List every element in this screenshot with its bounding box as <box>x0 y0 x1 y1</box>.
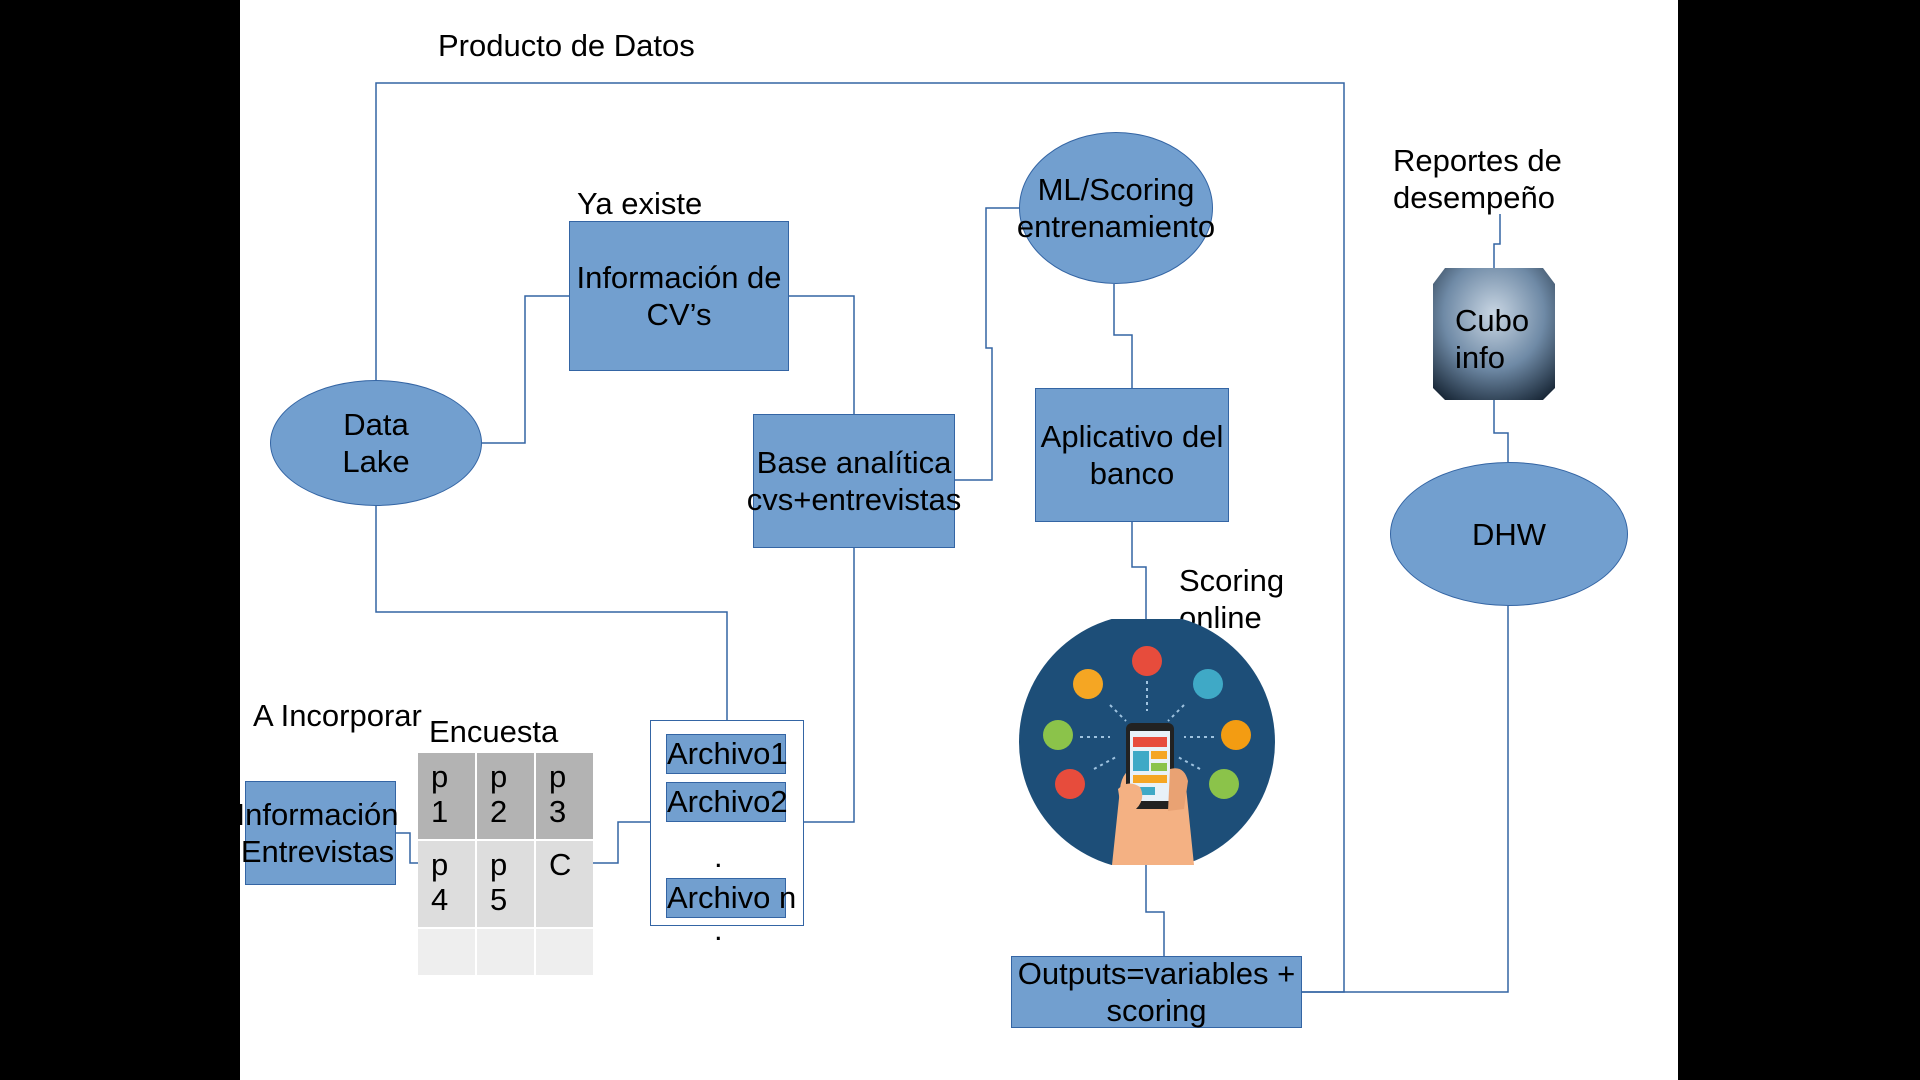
connector-entrevistas-table <box>396 832 418 864</box>
node-info-entrevistas-label: Información Entrevistas <box>240 797 399 869</box>
label-a-incorporar: A Incorporar <box>253 698 422 733</box>
connector-table-files <box>593 821 650 864</box>
connector-base-files <box>804 548 855 823</box>
connector-lines <box>375 82 1509 993</box>
node-cubo-label: Cubo info <box>1455 303 1530 375</box>
table-cell <box>477 929 534 975</box>
table-cell <box>418 929 475 975</box>
table-cell: p 5 <box>477 841 534 927</box>
node-outputs: Outputs=variables + scoring <box>1011 956 1302 1028</box>
node-aplicativo: Aplicativo del banco <box>1035 388 1229 522</box>
node-aplicativo-label: Aplicativo del banco <box>1040 419 1224 491</box>
diagram-title: Producto de Datos <box>438 28 695 63</box>
diagram-slide: Producto de Datos Ya existe Información … <box>240 0 1678 1080</box>
node-base-analitica-label: Base analítica cvs+entrevistas <box>746 445 962 517</box>
node-ml-scoring-label: ML/Scoring entrenamiento <box>1016 172 1216 244</box>
files-ellipsis-dot: . <box>714 912 723 947</box>
table-cell: p 4 <box>418 841 475 927</box>
node-info-cvs-label: Información de CV’s <box>576 260 782 332</box>
connector-datalake-files <box>375 506 728 720</box>
table-cell: p 1 <box>418 753 475 839</box>
node-info-cvs: Información de CV’s <box>569 221 789 371</box>
node-data-lake-label: Data Lake <box>342 407 410 479</box>
connector-app-scoring <box>1131 522 1147 620</box>
node-data-lake: Data Lake <box>270 380 482 506</box>
node-ml-scoring: ML/Scoring entrenamiento <box>1016 132 1216 284</box>
file-item-n: Archivo n <box>666 878 796 918</box>
node-dhw: DHW <box>1390 462 1628 606</box>
connector-dhw-cubo <box>1493 400 1509 462</box>
label-encuesta: Encuesta <box>429 714 559 749</box>
label-reportes: Reportes de desempeño <box>1393 143 1562 215</box>
connector-base-ml <box>954 207 1020 481</box>
scoring-online-illustration <box>1018 614 1276 870</box>
connector-scoring-outputs <box>1145 865 1165 956</box>
connector-ml-app <box>1113 284 1133 388</box>
table-cell <box>536 929 593 975</box>
table-cell: C <box>536 841 593 927</box>
table-cell: p 3 <box>536 753 593 839</box>
node-outputs-label: Outputs=variables + scoring <box>1017 956 1296 1028</box>
node-info-entrevistas: Información Entrevistas <box>240 781 398 885</box>
survey-table: p 1 p 2 p 3 p 4 p 5 C <box>418 753 593 975</box>
node-dhw-label: DHW <box>1471 516 1547 552</box>
cube-icon <box>1433 268 1555 400</box>
node-cubo: Cubo info <box>1433 268 1555 400</box>
node-base-analitica: Base analítica cvs+entrevistas <box>747 414 961 548</box>
file-item-1: Archivo1 <box>666 734 788 774</box>
file-item-2: Archivo2 <box>666 782 788 822</box>
label-scoring-online: Scoring online <box>1179 563 1285 635</box>
label-ya-existe: Ya existe <box>577 186 703 221</box>
connector-cubo-reportes <box>1493 214 1501 268</box>
connector-outputs-dhw <box>1302 606 1509 993</box>
connector-cvs-base <box>789 295 855 414</box>
files-ellipsis-dot: . <box>714 839 723 874</box>
connector-datalake-cvs <box>482 295 569 444</box>
mobile-analytics-icon <box>1019 614 1275 870</box>
table-cell: p 2 <box>477 753 534 839</box>
